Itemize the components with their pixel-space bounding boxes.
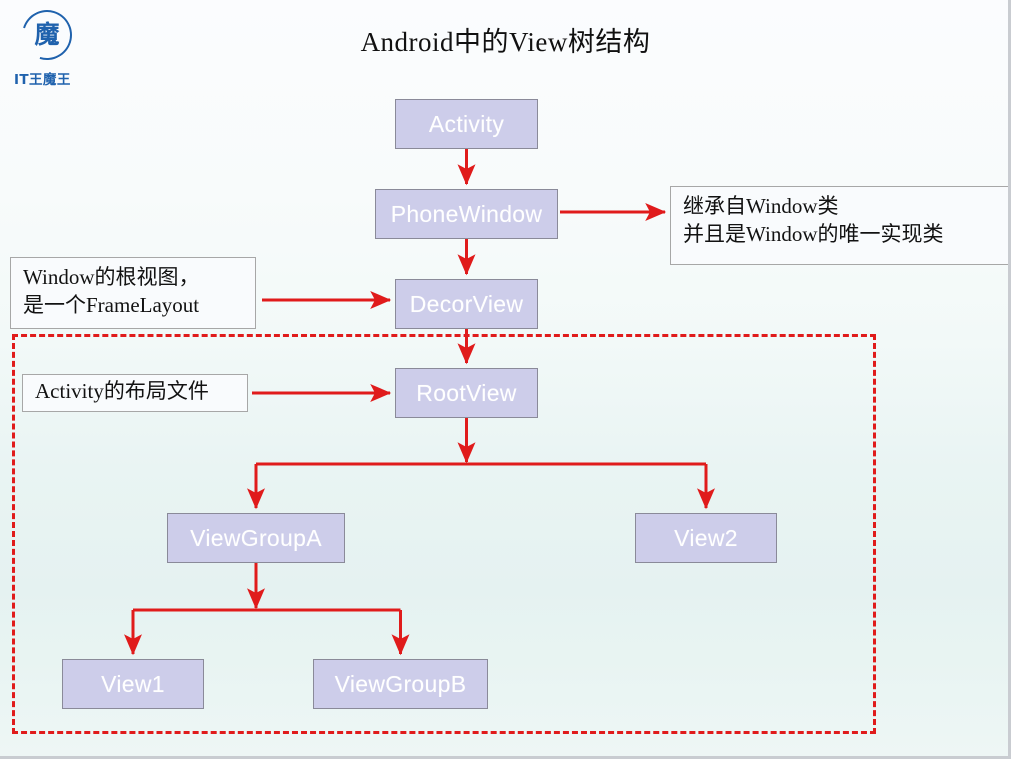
brand-logo: 魔 IT王魔王 — [13, 1, 88, 92]
note-rootview-description: Activity的布局文件 — [22, 374, 248, 412]
note-window-inheritance: 继承自Window类 并且是Window的唯一实现类 — [670, 186, 1008, 265]
logo-brand-text: IT王魔王 — [14, 72, 71, 88]
node-phonewindow[interactable]: PhoneWindow — [375, 189, 558, 239]
node-viewgroupa[interactable]: ViewGroupA — [167, 513, 345, 563]
node-label: RootView — [416, 379, 517, 406]
node-label: ViewGroupA — [190, 524, 322, 551]
logo-glyph-icon: 魔 — [34, 20, 60, 49]
node-decorview[interactable]: DecorView — [395, 279, 538, 329]
node-label: ViewGroupB — [334, 670, 467, 697]
node-activity[interactable]: Activity — [395, 99, 538, 149]
note-decorview-description: Window的根视图， 是一个FrameLayout — [10, 257, 256, 329]
node-label: View1 — [101, 670, 165, 697]
node-label: Activity — [428, 110, 505, 137]
node-view1[interactable]: View1 — [62, 659, 204, 709]
node-label: View2 — [674, 524, 738, 551]
node-viewgroupb[interactable]: ViewGroupB — [313, 659, 488, 709]
page-title: Android中的View树结构 — [360, 27, 651, 57]
node-label: PhoneWindow — [390, 200, 543, 227]
node-label: DecorView — [409, 290, 524, 317]
node-rootview[interactable]: RootView — [395, 368, 538, 418]
node-view2[interactable]: View2 — [635, 513, 777, 563]
